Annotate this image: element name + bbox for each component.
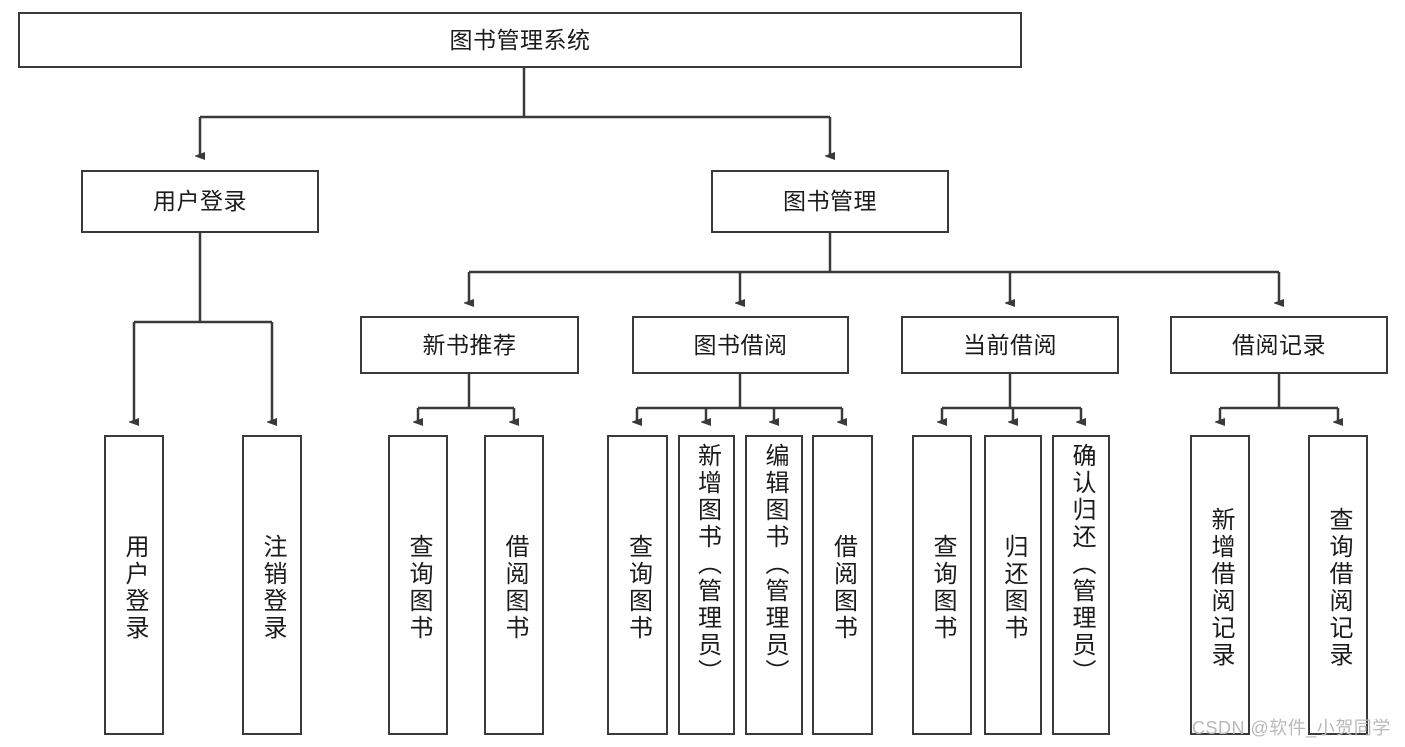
node-leaf-logout[interactable]: 注销登录 [242, 435, 302, 735]
node-leaf-edit-book-label: 编辑图书（管理员） [761, 443, 788, 686]
node-new-book-recommend-label: 新书推荐 [422, 331, 517, 358]
node-leaf-edit-book[interactable]: 编辑图书（管理员） [745, 435, 803, 735]
node-current-borrow[interactable]: 当前借阅 [901, 316, 1119, 374]
node-root[interactable]: 图书管理系统 [18, 12, 1022, 68]
node-leaf-add-record-label: 新增借阅记录 [1207, 507, 1234, 669]
node-leaf-borrow-book-1[interactable]: 借阅图书 [484, 435, 544, 735]
node-leaf-user-login[interactable]: 用户登录 [104, 435, 164, 735]
node-book-borrow[interactable]: 图书借阅 [632, 316, 849, 374]
node-leaf-user-login-label: 用户登录 [121, 534, 148, 642]
node-book-borrow-label: 图书借阅 [693, 331, 788, 358]
node-leaf-query-book-2[interactable]: 查询图书 [607, 435, 668, 735]
node-borrow-record[interactable]: 借阅记录 [1170, 316, 1388, 374]
node-current-borrow-label: 当前借阅 [963, 331, 1057, 358]
watermark: CSDN @软件_小贺同学 [1192, 718, 1391, 738]
node-leaf-borrow-book-2[interactable]: 借阅图书 [812, 435, 873, 735]
node-leaf-logout-label: 注销登录 [259, 534, 286, 642]
node-leaf-query-record[interactable]: 查询借阅记录 [1308, 435, 1368, 735]
node-leaf-return-book-label: 归还图书 [1000, 534, 1027, 642]
node-leaf-return-book[interactable]: 归还图书 [984, 435, 1042, 735]
node-leaf-add-record[interactable]: 新增借阅记录 [1190, 435, 1250, 735]
node-leaf-borrow-book-2-label: 借阅图书 [829, 534, 857, 642]
node-leaf-query-book-1-label: 查询图书 [405, 534, 432, 642]
node-new-book-recommend[interactable]: 新书推荐 [360, 316, 579, 374]
node-leaf-query-book-2-label: 查询图书 [624, 534, 652, 642]
node-leaf-query-book-1[interactable]: 查询图书 [388, 435, 448, 735]
node-borrow-record-label: 借阅记录 [1232, 331, 1326, 358]
node-book-manage-label: 图书管理 [783, 188, 877, 214]
node-root-label: 图书管理系统 [449, 26, 591, 53]
node-book-manage[interactable]: 图书管理 [711, 170, 949, 233]
node-leaf-borrow-book-1-label: 借阅图书 [501, 534, 528, 642]
node-user-login-label: 用户登录 [153, 188, 247, 214]
node-user-login[interactable]: 用户登录 [81, 170, 319, 233]
node-leaf-query-record-label: 查询借阅记录 [1325, 507, 1352, 669]
node-leaf-query-book-3-label: 查询图书 [929, 534, 956, 642]
node-leaf-query-book-3[interactable]: 查询图书 [912, 435, 972, 735]
node-leaf-add-book-label: 新增图书（管理员） [693, 443, 721, 686]
node-leaf-confirm-return[interactable]: 确认归还（管理员） [1052, 435, 1110, 735]
node-leaf-add-book[interactable]: 新增图书（管理员） [678, 435, 735, 735]
node-leaf-confirm-return-label: 确认归还（管理员） [1068, 443, 1095, 686]
